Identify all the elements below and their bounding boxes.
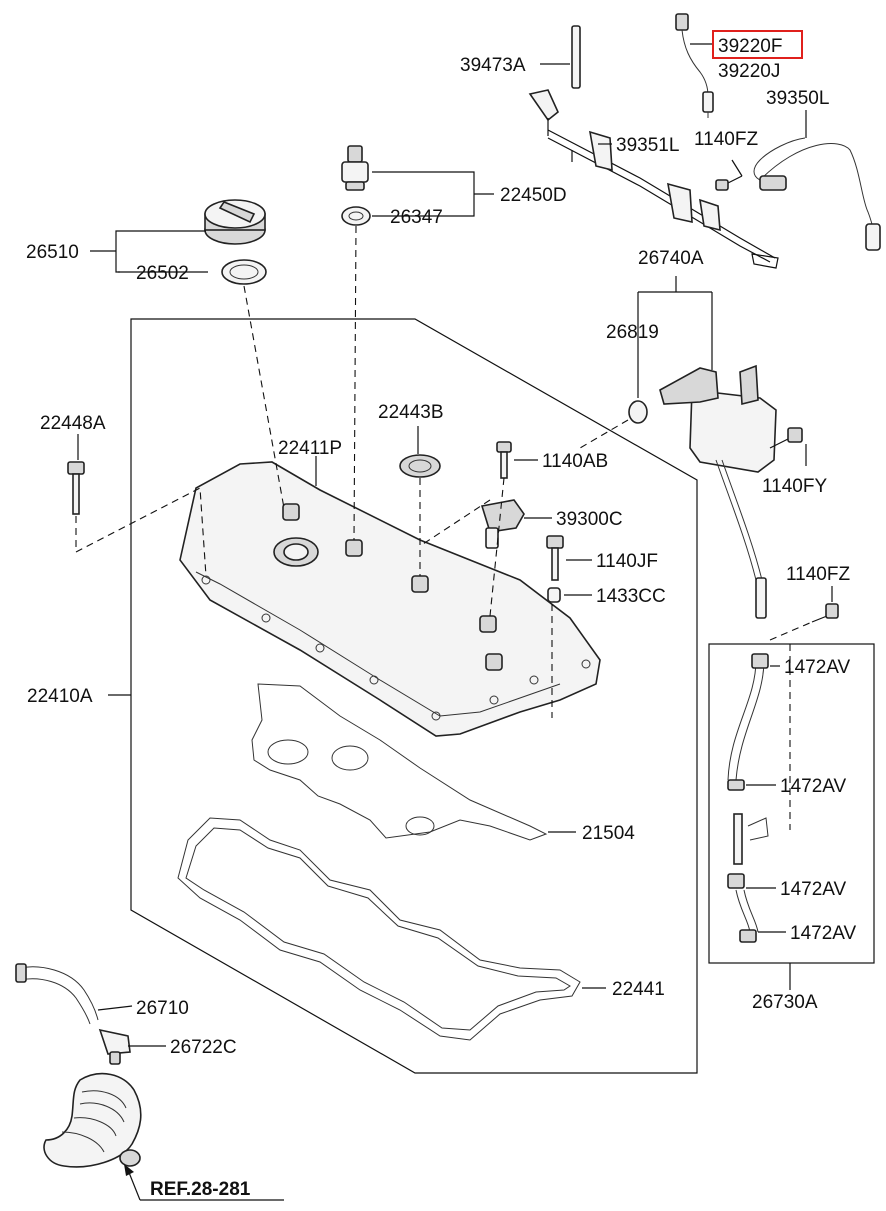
label-39300c: 39300C	[556, 509, 623, 530]
label-22450d: 22450D	[500, 185, 567, 206]
gasket-21504	[251, 683, 548, 841]
gasket-26819	[628, 400, 648, 424]
label-39220f: 39220F	[718, 36, 782, 57]
bolt-1140fz-top	[715, 175, 743, 191]
label-1140jf: 1140JF	[596, 551, 658, 572]
hose-26710	[15, 963, 99, 1025]
label-39473a: 39473A	[460, 55, 526, 76]
washer-1433cc	[547, 587, 561, 603]
seal-22443b	[399, 454, 441, 478]
dashed-guides	[75, 225, 813, 830]
label-22448a: 22448A	[40, 413, 106, 434]
label-1472av-4: 1472AV	[790, 923, 857, 944]
oil-filler-cap-26510	[204, 199, 266, 245]
label-39220j: 39220J	[718, 61, 780, 82]
label-26710: 26710	[136, 998, 189, 1019]
intake-duct-ref	[43, 1072, 142, 1168]
label-1140ab: 1140AB	[542, 451, 608, 472]
bolt-1140ab	[496, 441, 512, 479]
bolt-22448a	[67, 461, 85, 515]
gasket-26347	[341, 206, 371, 226]
label-1140fz-right: 1140FZ	[786, 564, 850, 585]
label-22411p: 22411P	[278, 438, 342, 459]
label-26730a: 26730A	[752, 992, 818, 1013]
oxygen-sensor-39350l	[753, 137, 881, 251]
label-1472av-2: 1472AV	[780, 776, 847, 797]
label-1140fz-top: 1140FZ	[694, 129, 758, 150]
label-39350l: 39350L	[766, 88, 829, 109]
sensor-22450d	[341, 145, 369, 191]
fitting-26722c	[98, 1028, 131, 1065]
label-26347: 26347	[390, 207, 443, 228]
label-26502: 26502	[136, 263, 189, 284]
bolt-1140fz-right	[811, 603, 839, 623]
leader-lines	[77, 43, 833, 1201]
oxygen-sensor-39220f	[675, 13, 714, 118]
label-1472av-3: 1472AV	[780, 879, 847, 900]
label-22441: 22441	[612, 979, 665, 1000]
label-26722c: 26722C	[170, 1037, 237, 1058]
label-1140fy: 1140FY	[762, 476, 827, 497]
highlight-box	[712, 30, 803, 59]
label-21504: 21504	[582, 823, 635, 844]
label-22443b: 22443B	[378, 402, 444, 423]
cover-assembly-boundary	[130, 318, 698, 1074]
label-39351l: 39351L	[616, 135, 679, 156]
part-labels: 39220F 39220J 39473A 39350L 39351L 1140F…	[26, 36, 857, 1200]
dipstick-39473a	[571, 25, 581, 89]
hose-assembly-boundary	[708, 643, 875, 964]
cylinder-head-cover-22411p	[179, 461, 601, 737]
bolt-1140fy	[769, 427, 803, 449]
seal-ring-26502	[221, 259, 267, 285]
label-26740a: 26740A	[638, 248, 704, 269]
label-1433cc: 1433CC	[596, 586, 666, 607]
label-ref[interactable]: REF.28-281	[150, 1179, 251, 1200]
label-26819: 26819	[606, 322, 659, 343]
label-1472av-1: 1472AV	[784, 657, 851, 678]
bolt-1140jf	[546, 535, 564, 581]
harness-bracket-39351l	[528, 89, 779, 269]
pcv-hose-26730a	[727, 653, 769, 943]
gasket-22441	[177, 817, 581, 1041]
oil-separator-26740a	[659, 364, 777, 619]
label-22410a: 22410A	[27, 686, 93, 707]
label-26510: 26510	[26, 242, 79, 263]
sensor-39300c	[480, 499, 525, 549]
